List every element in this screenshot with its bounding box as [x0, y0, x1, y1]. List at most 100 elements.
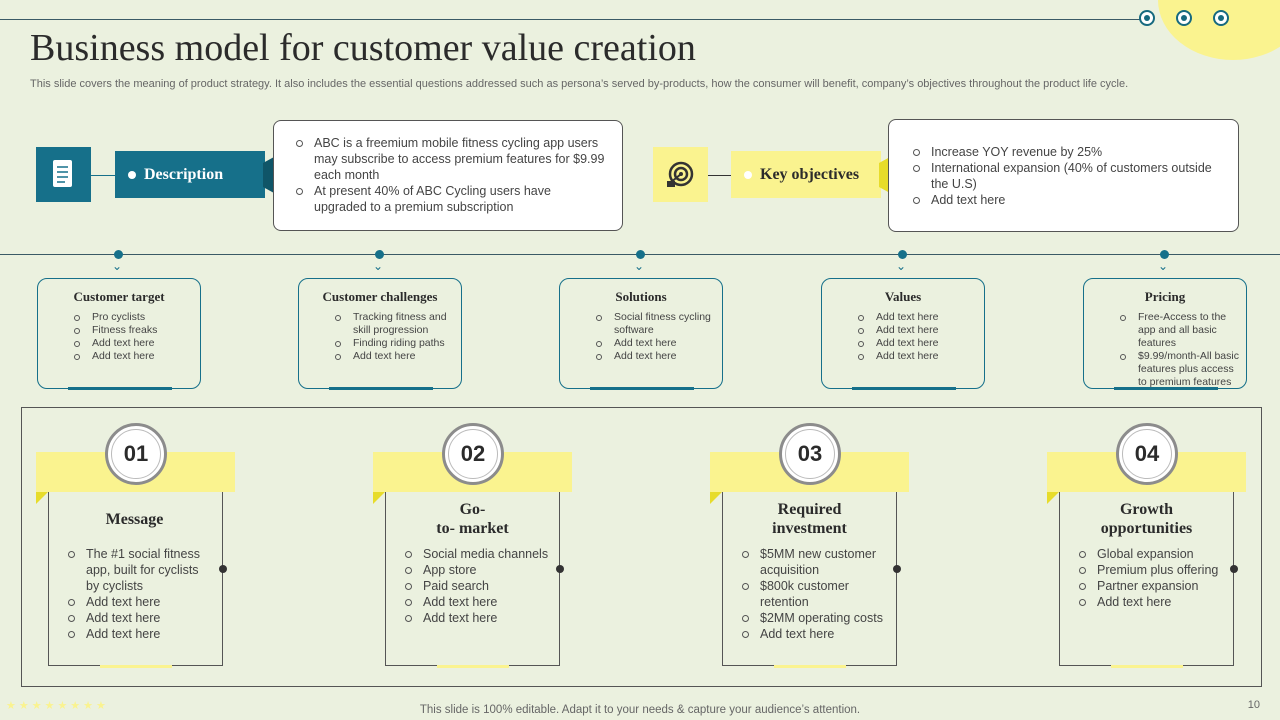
list-item: Add text here: [560, 337, 722, 350]
list-item: Add text here: [822, 350, 984, 363]
description-label-box: Description: [115, 151, 265, 198]
step-number-circle: 01: [105, 423, 167, 485]
card-connector-dot: [375, 250, 384, 259]
card-connector-dot: [636, 250, 645, 259]
step-band-corner: [36, 492, 48, 504]
step-items: $5MM new customer acquisition$800k custo…: [722, 546, 887, 642]
description-connector: [91, 175, 115, 176]
chevron-down-icon: ⌄: [896, 259, 907, 273]
description-label: Description: [144, 165, 224, 183]
list-item: Fitness freaks: [38, 324, 200, 337]
list-item: $2MM operating costs: [722, 610, 887, 626]
description-icon-box: [36, 147, 91, 202]
card-title: Customer target: [73, 289, 165, 304]
step-number: 04: [1134, 441, 1160, 466]
key-objectives-icon-box: [653, 147, 708, 202]
list-item: Premium plus offering: [1059, 562, 1224, 578]
chevron-down-icon: ⌄: [373, 259, 384, 273]
step-title: Message: [105, 511, 164, 528]
step-title: Required investment: [772, 501, 847, 537]
card-title: Customer challenges: [322, 289, 438, 304]
key-objectives-label: Key objectives: [760, 165, 860, 183]
list-item: Add text here: [48, 626, 213, 642]
card-title: Pricing: [1144, 289, 1186, 304]
steps-frame: [21, 407, 1262, 687]
card-foot-bar: [590, 387, 694, 390]
card-title: Solutions: [615, 289, 667, 304]
decorative-circle: [1158, 0, 1280, 60]
step-bottom-bar: [100, 665, 172, 668]
list-item: Add text here: [822, 324, 984, 337]
list-item: Add text here: [722, 626, 887, 642]
card-foot-bar: [852, 387, 956, 390]
list-item: Add text here: [560, 350, 722, 363]
step-number: 02: [460, 441, 486, 466]
list-item: Increase YOY revenue by 25%: [903, 144, 1224, 160]
decorative-stars: ★★★★★★★★: [6, 700, 109, 712]
key-objectives-connector: [708, 175, 731, 176]
list-item: Social media channels: [385, 546, 550, 562]
card-connector-dot: [898, 250, 907, 259]
list-item: App store: [385, 562, 550, 578]
step-list: $5MM new customer acquisition$800k custo…: [722, 546, 887, 642]
card-connector-dot: [1160, 250, 1169, 259]
step-title: Growth opportunities: [1100, 501, 1193, 537]
target-icon: [667, 161, 694, 187]
list-item: International expansion (40% of customer…: [903, 160, 1224, 192]
list-item: Finding riding paths: [299, 337, 461, 350]
list-item: Add text here: [1059, 594, 1224, 610]
list-item: Add text here: [38, 350, 200, 363]
list-item: Add text here: [822, 337, 984, 350]
slide-subtitle: This slide covers the meaning of product…: [30, 78, 1129, 90]
description-box: ABC is a freemium mobile fitness cycling…: [273, 120, 623, 231]
chevron-down-icon: ⌄: [634, 259, 645, 273]
card-connector-dot: [114, 250, 123, 259]
step-bottom-bar: [1111, 665, 1183, 668]
bullet-dot: [744, 170, 752, 179]
list-item: Paid search: [385, 578, 550, 594]
nav-dot-3: [1213, 10, 1229, 26]
list-item: Add text here: [822, 311, 984, 324]
list-item: $800k customer retention: [722, 578, 887, 610]
nav-dot-1: [1139, 10, 1155, 26]
step-dot: [893, 565, 901, 573]
step-band-corner: [710, 492, 722, 504]
key-objectives-list: Increase YOY revenue by 25%International…: [903, 144, 1224, 208]
list-item: Global expansion: [1059, 546, 1224, 562]
card-foot-bar: [68, 387, 172, 390]
card-list: Free-Access to the app and all basic fea…: [1084, 311, 1246, 389]
card-foot-bar: [1114, 387, 1218, 390]
page-number: 10: [1247, 699, 1260, 711]
list-item: Add text here: [385, 594, 550, 610]
list-item: ABC is a freemium mobile fitness cycling…: [286, 135, 606, 183]
list-item: Add text here: [385, 610, 550, 626]
list-item: Tracking fitness and skill progression: [299, 311, 461, 337]
step-bottom-bar: [437, 665, 509, 668]
list-item: Free-Access to the app and all basic fea…: [1084, 311, 1246, 350]
step-number-circle: 02: [442, 423, 504, 485]
step-title: Go- to- market: [436, 501, 509, 537]
list-item: At present 40% of ABC Cycling users have…: [286, 183, 606, 215]
list-item: Pro cyclists: [38, 311, 200, 324]
chevron-down-icon: ⌄: [1158, 259, 1169, 273]
step-bottom-bar: [774, 665, 846, 668]
chevron-down-icon: ⌄: [112, 259, 123, 273]
list-item: Add text here: [38, 337, 200, 350]
card-title: Values: [884, 289, 922, 304]
step-items: The #1 social fitness app, built for cyc…: [48, 546, 213, 642]
step-number: 03: [797, 441, 823, 466]
list-item: $9.99/month-All basic features plus acce…: [1084, 350, 1246, 389]
bullet-dot: [128, 170, 136, 179]
step-dot: [1230, 565, 1238, 573]
step-number: 01: [123, 441, 149, 466]
list-item: Add text here: [299, 350, 461, 363]
